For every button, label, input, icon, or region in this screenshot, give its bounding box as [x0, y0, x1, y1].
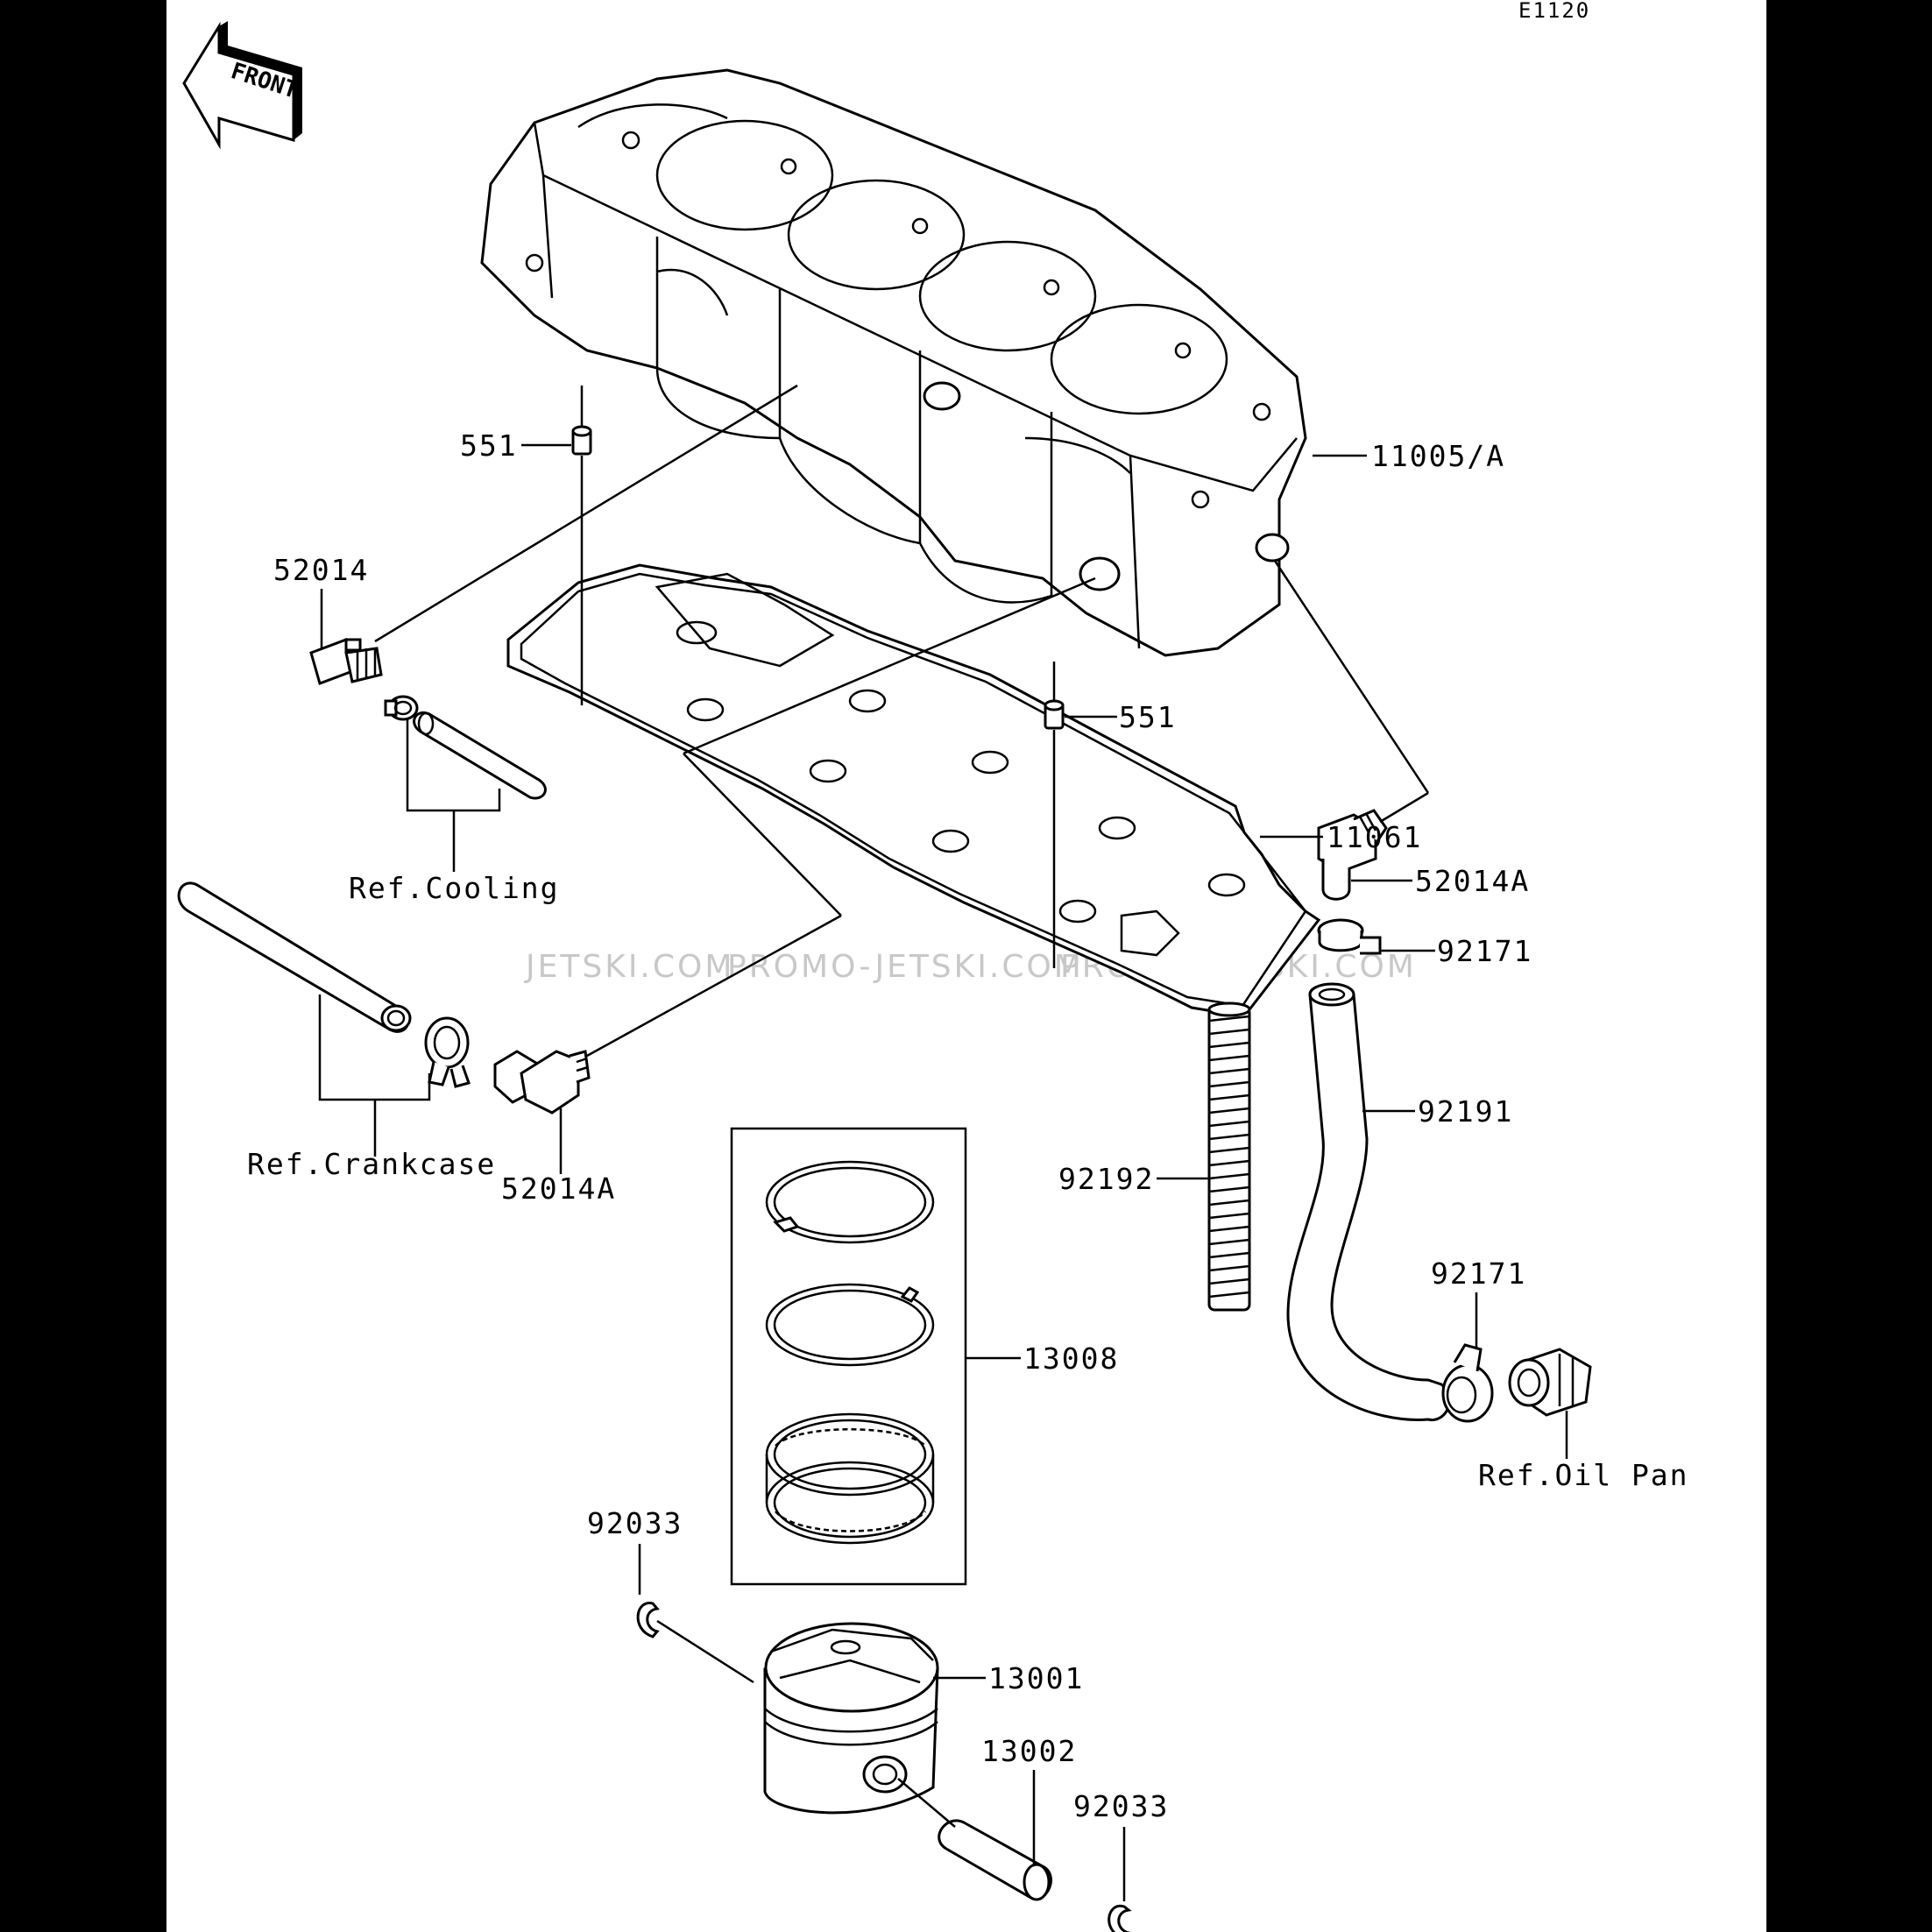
oil-hose-92191: [1286, 982, 1451, 1421]
label-92171-upper: 92171: [1437, 934, 1532, 968]
parts-diagram-sheet: E1120 FRONT JETSKI.COM PROMO-JETSKI.COM …: [166, 0, 1766, 1932]
watermark-part: JETSKI.COM: [524, 949, 734, 985]
label-13001: 13001: [988, 1661, 1084, 1695]
circlip-left: [636, 1602, 660, 1638]
leader-lines: [318, 384, 1568, 1901]
label-11005-a: 11005/A: [1371, 439, 1505, 473]
ring-set-frame: [730, 1127, 967, 1586]
label-ref-oil-pan: Ref.Oil Pan: [1478, 1458, 1689, 1492]
cooling-hose: [413, 711, 547, 800]
exploded-parts-diagram: E1120 FRONT JETSKI.COM PROMO-JETSKI.COM …: [177, 0, 1689, 1932]
label-92033-right: 92033: [1073, 1789, 1169, 1823]
cylinder-head-gasket: [506, 563, 1321, 1018]
crankcase-hose: [177, 881, 412, 1033]
elbow-52014a-left: [493, 1050, 591, 1115]
cooling-clamp: [384, 695, 419, 721]
label-ref-cooling: Ref.Cooling: [349, 871, 560, 905]
label-92192: 92192: [1058, 1162, 1154, 1196]
crankcase-clamp: [424, 1016, 471, 1088]
sheet-code: E1120: [1518, 0, 1590, 23]
piston-pin: [938, 1819, 1052, 1901]
label-92191: 92191: [1418, 1094, 1513, 1129]
label-13002: 13002: [981, 1734, 1077, 1768]
label-551-lower: 551: [1119, 700, 1177, 734]
piston-ring-set: [730, 1127, 967, 1586]
label-92171-lower: 92171: [1431, 1256, 1526, 1291]
label-ref-crankcase: Ref.Crankcase: [247, 1147, 496, 1181]
label-52014a-right: 52014A: [1415, 864, 1530, 898]
label-551-upper: 551: [460, 428, 518, 463]
spring-92192: [1207, 1001, 1251, 1312]
label-92033-left: 92033: [587, 1506, 683, 1540]
clamp-92171-upper: [1317, 918, 1382, 955]
clamp-92171-lower: [1441, 1343, 1494, 1423]
cylinder-block: [480, 68, 1307, 657]
elbow-52014a-right: [1317, 809, 1388, 901]
label-11061: 11061: [1327, 820, 1422, 854]
label-13008: 13008: [1023, 1341, 1119, 1376]
part-labels: 11005/A 551 551 52014 11061 Ref.Cooling …: [247, 428, 1689, 1823]
label-52014a-left: 52014A: [501, 1171, 616, 1206]
dowel-pin-upper: [571, 425, 592, 456]
circlip-right: [1108, 1904, 1132, 1932]
label-52014: 52014: [273, 553, 369, 587]
fitting-52014: [309, 638, 383, 685]
dowel-pin-lower: [1044, 699, 1065, 730]
piston: [763, 1622, 939, 1815]
front-arrow-icon: FRONT: [182, 21, 302, 150]
oil-pan-fitting: [1508, 1348, 1592, 1417]
watermark-part: PROMO-JETSKI.COM: [727, 949, 1084, 985]
